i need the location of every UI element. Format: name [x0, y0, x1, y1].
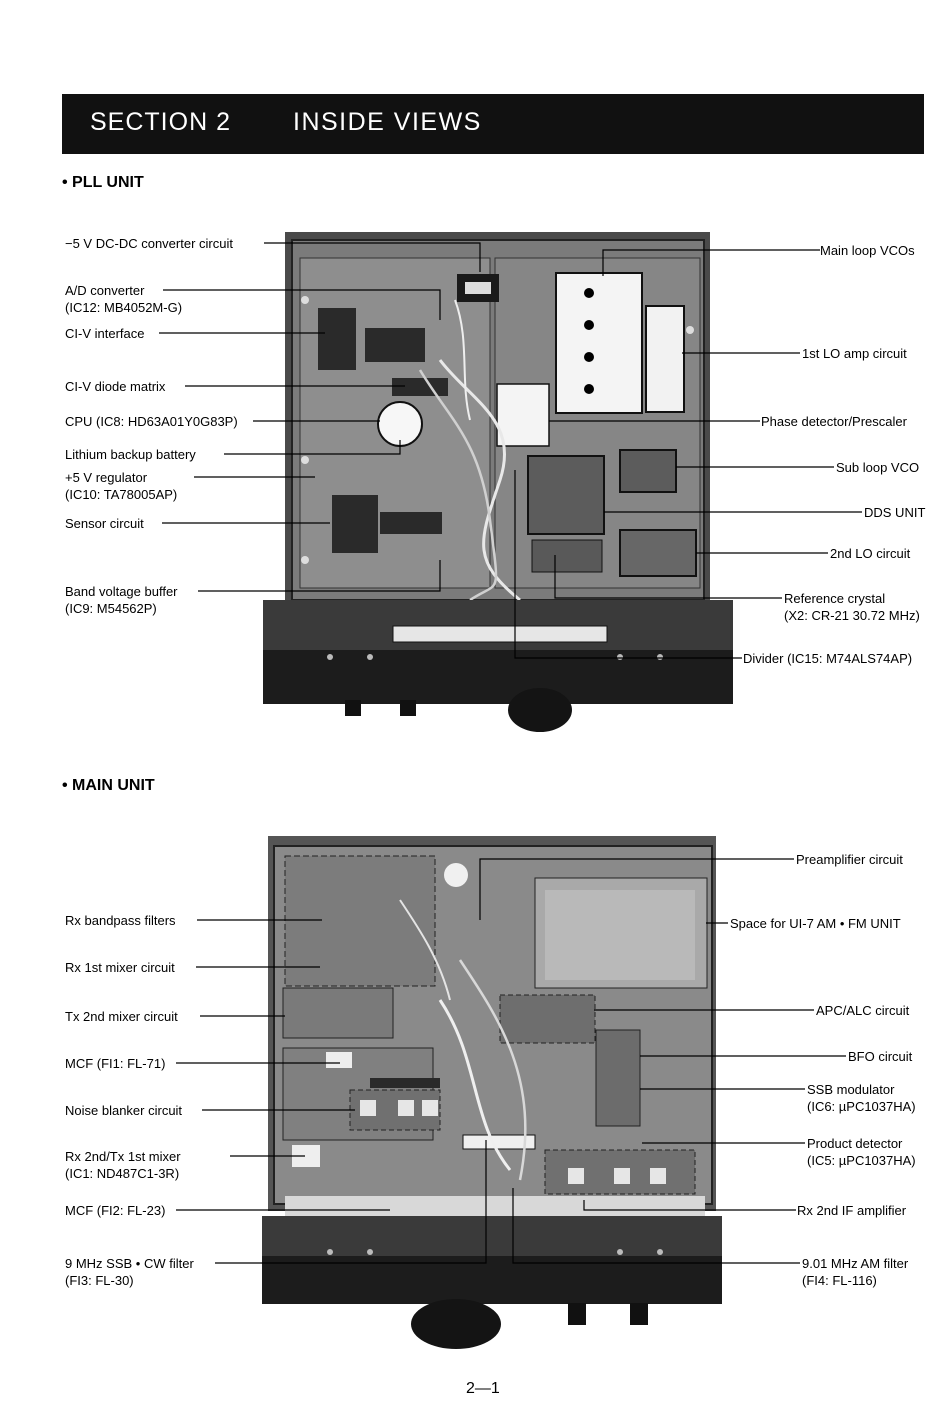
label-product-detector: Product detector(IC5: µPC1037HA) — [807, 1136, 916, 1168]
label-ssb-modulator: SSB modulator(IC6: µPC1037HA) — [807, 1082, 916, 1114]
main-leader-lines — [176, 858, 846, 1264]
label-cpu: CPU (IC8: HD63A01Y0G83P) — [65, 414, 238, 429]
label-main-loop-vcos: Main loop VCOs — [820, 243, 915, 258]
pll-leader-lines — [159, 242, 862, 659]
label-dcdc-converter: −5 V DC-DC converter circuit — [65, 236, 233, 251]
page-number: 2—1 — [466, 1380, 500, 1397]
label-civ-diode-matrix: CI-V diode matrix — [65, 379, 166, 394]
label-band-voltage-buffer: Band voltage buffer(IC9: M54562P) — [65, 584, 178, 616]
label-2nd-lo: 2nd LO circuit — [830, 546, 911, 561]
section-header: SECTION 2 INSIDE VIEWS — [62, 94, 924, 154]
label-preamplifier: Preamplifier circuit — [796, 852, 903, 867]
label-phase-detector: Phase detector/Prescaler — [761, 414, 907, 429]
label-ui7-space: Space for UI-7 AM • FM UNIT — [730, 916, 901, 931]
label-rx2-tx1-mixer: Rx 2nd/Tx 1st mixer(IC1: ND487C1-3R) — [65, 1149, 181, 1181]
label-mcf-fi2: MCF (FI2: FL-23) — [65, 1203, 166, 1218]
label-sub-loop-vco: Sub loop VCO — [836, 460, 920, 475]
label-rx-1st-mixer: Rx 1st mixer circuit — [65, 960, 175, 975]
label-divider: Divider (IC15: M74ALS74AP) — [743, 651, 913, 666]
pll-unit-heading: • PLL UNIT — [62, 174, 144, 191]
label-ssb-cw-filter: 9 MHz SSB • CW filter(FI3: FL-30) — [65, 1256, 194, 1288]
label-lithium-battery: Lithium backup battery — [65, 447, 196, 462]
section-number: SECTION 2 — [90, 108, 231, 136]
label-apc-alc: APC/ALC circuit — [816, 1003, 910, 1018]
label-rx-bandpass-filters: Rx bandpass filters — [65, 913, 176, 928]
label-mcf-fi1: MCF (FI1: FL-71) — [65, 1056, 166, 1071]
label-noise-blanker: Noise blanker circuit — [65, 1103, 183, 1118]
label-am-filter: 9.01 MHz AM filter(FI4: FL-116) — [802, 1256, 909, 1288]
label-1st-lo-amp: 1st LO amp circuit — [802, 346, 907, 361]
label-tx-2nd-mixer: Tx 2nd mixer circuit — [65, 1009, 178, 1024]
label-dds-unit: DDS UNIT — [864, 505, 926, 520]
pll-unit-photo — [263, 232, 733, 732]
section-title: INSIDE VIEWS — [293, 108, 482, 136]
label-rx-2nd-if-amp: Rx 2nd IF amplifier — [797, 1203, 907, 1218]
label-sensor-circuit: Sensor circuit — [65, 516, 144, 531]
label-5v-regulator: +5 V regulator(IC10: TA78005AP) — [65, 470, 178, 502]
label-reference-crystal: Reference crystal(X2: CR-21 30.72 MHz) — [784, 591, 920, 623]
label-ad-converter: A/D converter(IC12: MB4052M-G) — [65, 283, 183, 315]
label-bfo: BFO circuit — [848, 1049, 913, 1064]
main-unit-photo — [262, 836, 722, 1349]
main-unit-heading: • MAIN UNIT — [62, 777, 155, 794]
label-civ-interface: CI-V interface — [65, 326, 145, 341]
